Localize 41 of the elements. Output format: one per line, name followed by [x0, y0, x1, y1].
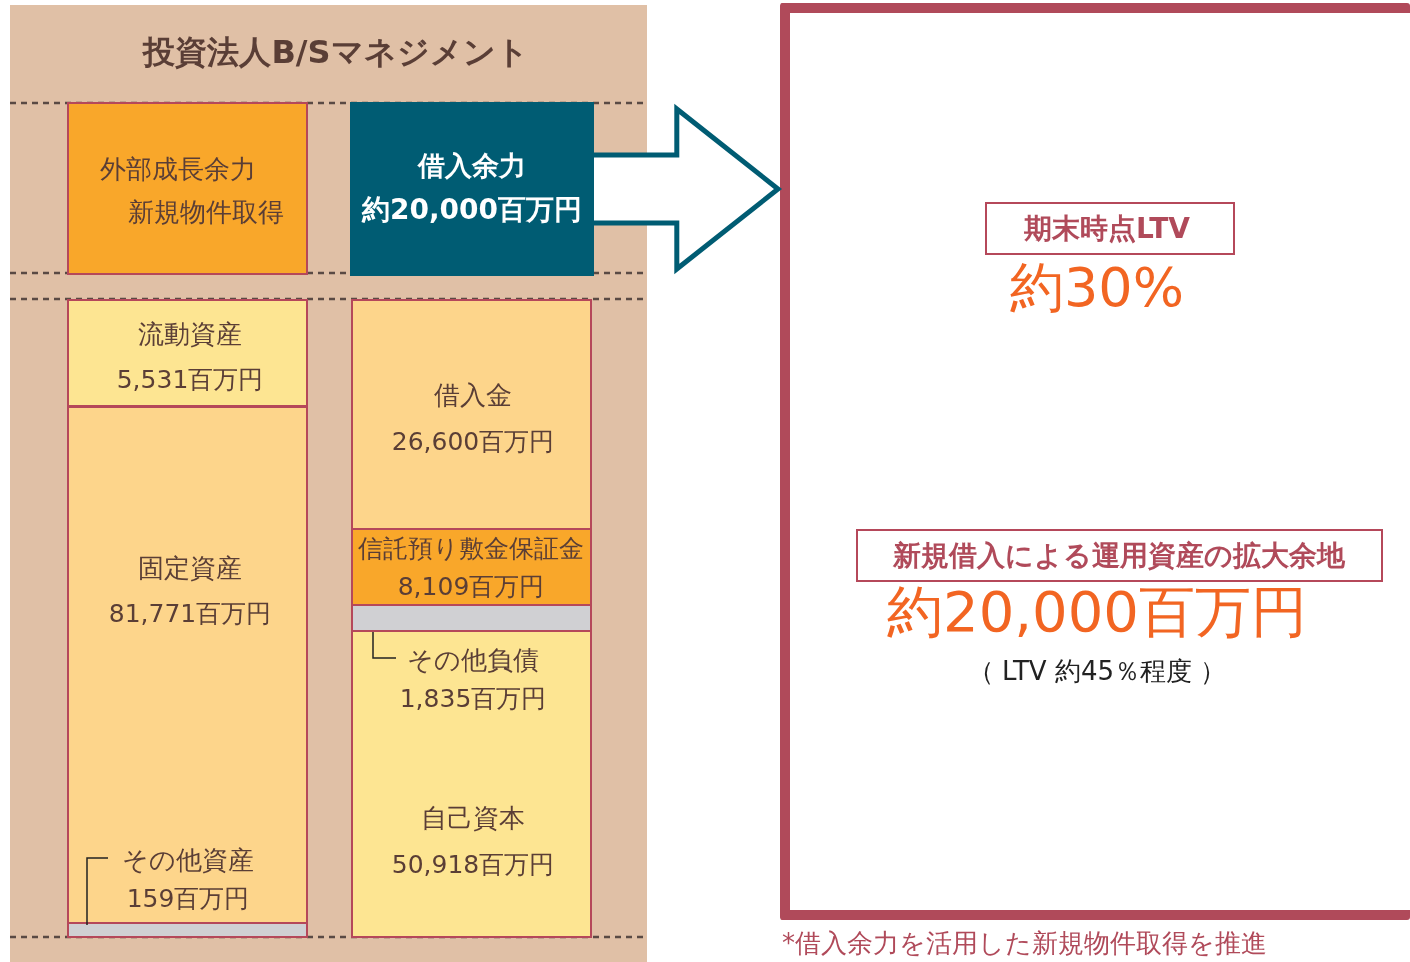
value-text: 26,600百万円 [391, 427, 555, 457]
box-label: 流動資産 [138, 320, 242, 350]
box-label: 固定資産 [138, 554, 242, 584]
balance-sheet-panel [10, 5, 647, 962]
value-text: 5,531百万円 [116, 365, 264, 395]
asset-box [67, 299, 308, 407]
box-label: その他資産 [122, 846, 254, 876]
box-label: 期末時点LTV [1024, 212, 1190, 246]
box-label: 借入余力 [418, 150, 526, 182]
heading-box [985, 202, 1235, 255]
box-label: 新規借入による運用資産の拡大余地 [893, 539, 1345, 573]
growth-box [67, 102, 308, 275]
box-label: 自己資本 [421, 804, 525, 834]
leader-line [372, 631, 397, 659]
deposit-box [351, 528, 592, 606]
liability-box [351, 299, 592, 530]
value-text: 新規物件取得 [128, 198, 284, 228]
value-text: 約20,000百万円 [361, 193, 583, 227]
value-text: 159百万円 [126, 884, 250, 914]
leader-line [86, 857, 109, 926]
box-label: 外部成長余力 [100, 155, 256, 185]
panel-title: 投資法人B/Sマネジメント [143, 33, 529, 71]
borrowing-box [350, 102, 594, 276]
strip-bar [351, 604, 592, 632]
equity-box [351, 630, 592, 938]
value-text: 1,835百万円 [399, 684, 547, 714]
value-text: 81,771百万円 [108, 599, 272, 629]
value-text: 約30% [1010, 256, 1184, 320]
box-label: 借入金 [434, 381, 512, 411]
value-text: 50,918百万円 [391, 850, 555, 880]
heading-box [856, 529, 1383, 582]
footnote: *借入余力を活用した新規物件取得を推進 [782, 928, 1267, 960]
value-text: 約20,000百万円 [887, 579, 1307, 645]
box-label: 信託預り敷金保証金 [358, 534, 584, 564]
block-arrow [591, 103, 783, 275]
frame [780, 3, 1410, 920]
strip-bar [67, 922, 308, 938]
value-text: 8,109百万円 [397, 572, 545, 602]
value-text: （ LTV 約45％程度 ） [967, 657, 1227, 687]
asset-box [67, 406, 308, 924]
box-label: その他負債 [407, 646, 539, 676]
